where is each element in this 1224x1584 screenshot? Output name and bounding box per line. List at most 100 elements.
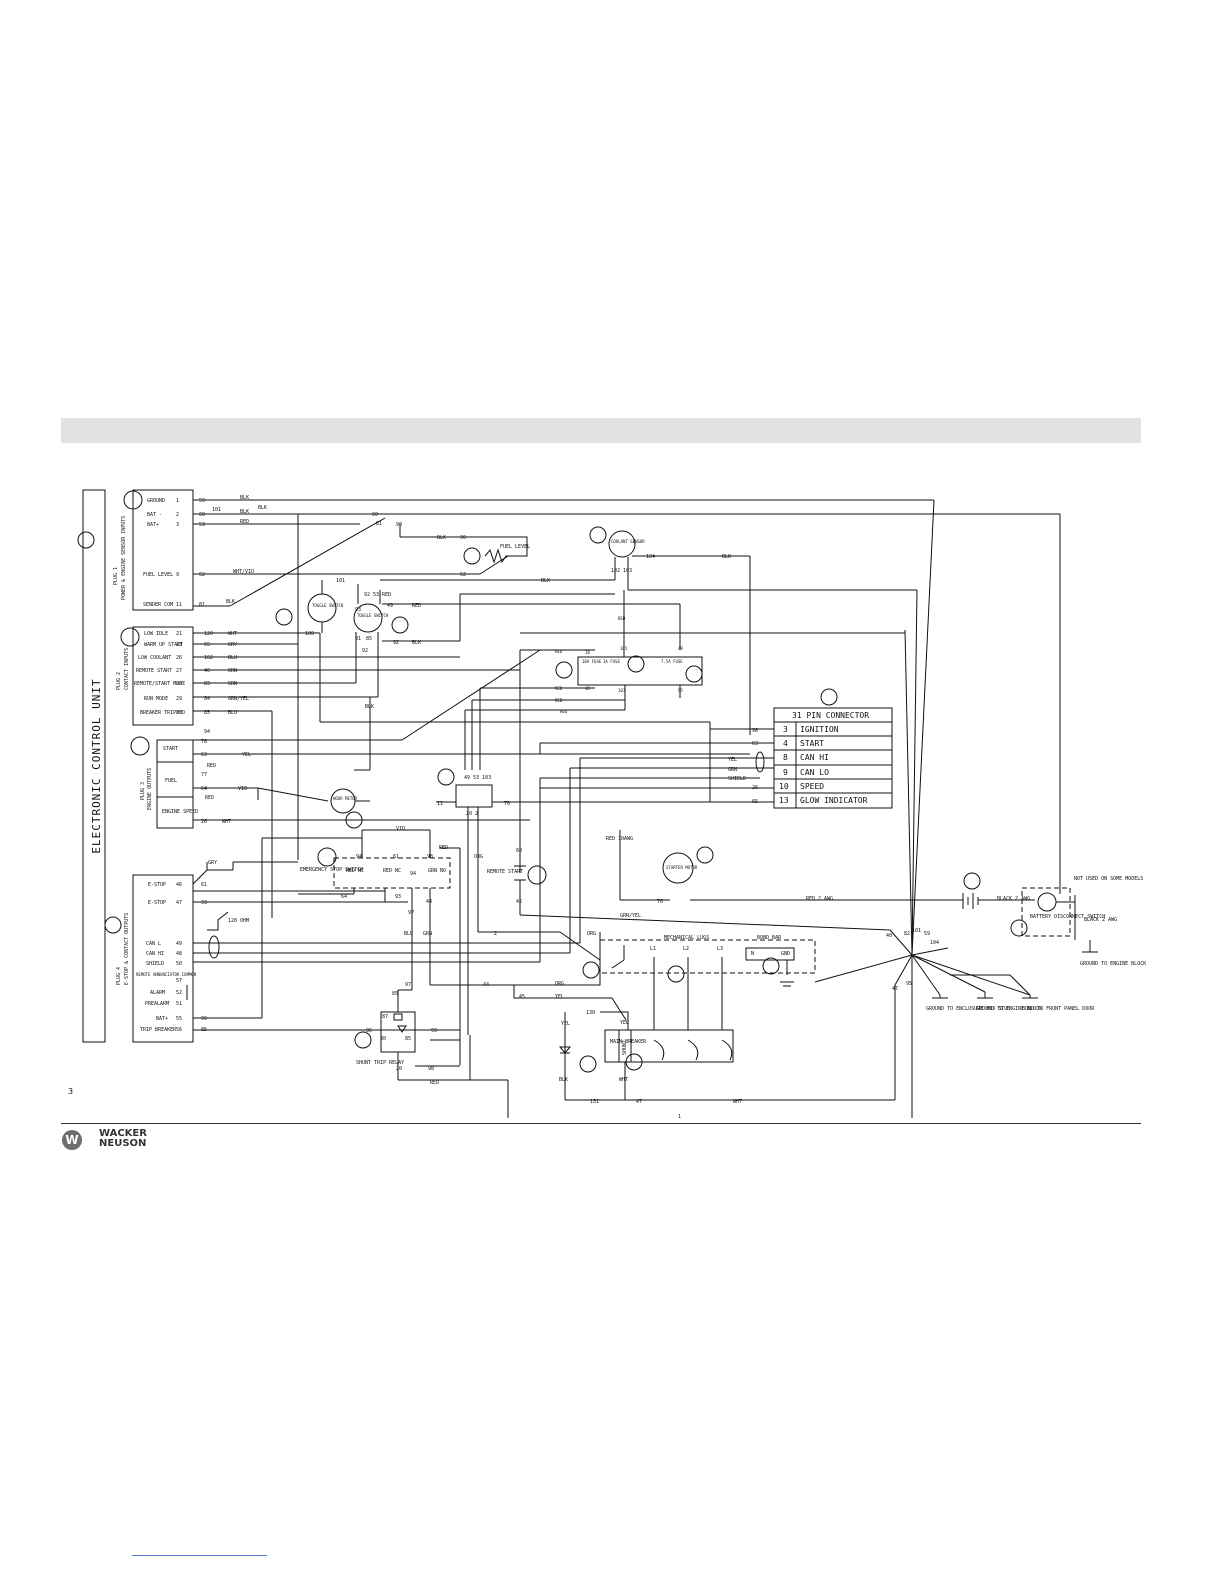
svg-text:47: 47	[636, 1099, 642, 1105]
callout-shunt-relay	[354, 1031, 372, 1049]
lug-l1: L1	[650, 946, 656, 952]
emergency-stop-switch	[333, 857, 451, 889]
plug3-wire: 26	[201, 819, 207, 825]
pin-wire: GRN	[728, 767, 737, 773]
coolant-sensor-label: COOLANT SENSOR	[611, 539, 645, 544]
svg-text:GRY: GRY	[208, 860, 217, 866]
svg-text:SHIELD: SHIELD	[728, 776, 746, 782]
svg-text:20: 20	[396, 1066, 402, 1072]
svg-text:90: 90	[396, 522, 402, 528]
svg-text:97: 97	[408, 910, 414, 916]
svg-text:64: 64	[341, 894, 347, 900]
plug1-box	[132, 489, 194, 611]
svg-text:2: 2	[475, 811, 478, 817]
plug3-sub: ENGINE OUTPUTS	[147, 768, 153, 810]
callout-pin-connector	[820, 688, 838, 706]
plug1-pin-name: BAT+	[147, 522, 159, 528]
svg-text:45: 45	[516, 899, 522, 905]
svg-text:87: 87	[382, 1014, 388, 1020]
svg-text:ORG: ORG	[474, 854, 483, 860]
plug3-group: START	[163, 746, 178, 752]
svg-text:WHT: WHT	[619, 1077, 628, 1083]
plug1-pin-name: BAT -	[147, 512, 162, 518]
svg-text:44: 44	[426, 899, 432, 905]
pin-name: START	[800, 739, 824, 748]
svg-text:BLK: BLK	[412, 640, 421, 646]
svg-text:70: 70	[504, 801, 510, 807]
plug2-pin-num: 28	[176, 681, 182, 687]
callout-battery	[963, 872, 981, 890]
bottom-link-underline[interactable]	[132, 1555, 267, 1556]
plug2-pin-num: 27	[176, 668, 182, 674]
plug3-group: ENGINE SPEED	[162, 809, 198, 815]
svg-text:103: 103	[618, 688, 626, 693]
callout-hour-meter	[345, 811, 363, 829]
svg-text:RED: RED	[618, 616, 626, 621]
svg-text:86: 86	[366, 1028, 372, 1034]
plug2-color: GRN	[228, 681, 237, 687]
red-nc-1: RED NC	[346, 868, 364, 874]
plug4-pin-num: 47	[176, 900, 182, 906]
plug2-color: WHT	[228, 631, 237, 637]
pin-name: IGNITION	[800, 725, 839, 734]
plug2-pin-num: 30	[176, 710, 182, 716]
svg-text:YEL: YEL	[555, 994, 564, 1000]
bond-bar	[745, 947, 795, 961]
plug2-color: ORN	[228, 668, 237, 674]
plug4-pin-num: 52	[176, 990, 182, 996]
ground-enclosure-label: GROUND TO ENCLOSURE BOX STUD	[926, 1006, 1010, 1012]
plug3-wire: 77	[201, 772, 207, 778]
plug2-box	[132, 626, 194, 726]
plug4-box	[132, 874, 194, 1043]
ground-engine-block-2: GROUND TO ENGINE BLOCK	[1080, 961, 1146, 967]
plug3-label: PLUG 3	[140, 782, 146, 800]
brand-line1: WACKER	[99, 1128, 147, 1139]
plug1-color: WHT/VIO	[233, 569, 254, 575]
svg-text:93: 93	[355, 607, 361, 613]
plug2-wire: 85	[204, 710, 210, 716]
ecu-label: ELECTRONIC CONTROL UNIT	[90, 678, 103, 853]
svg-text:85: 85	[392, 991, 398, 997]
svg-text:BLU: BLU	[404, 931, 413, 937]
brand-line2: NEUSON	[99, 1138, 147, 1149]
fuse-7-5a-label: 7.5A FUSE	[661, 659, 683, 664]
plug2-pin-name: LOW COOLANT	[138, 655, 171, 661]
plug4-label: PLUG 4	[116, 967, 122, 985]
svg-text:104: 104	[930, 940, 939, 946]
svg-text:101: 101	[212, 507, 221, 513]
svg-text:60: 60	[516, 848, 522, 854]
resistor-label: 120 OHM	[228, 918, 249, 924]
plug3-box	[156, 739, 194, 829]
plug4-pin-num: 56	[176, 1027, 182, 1033]
pin-wire: YEL	[728, 757, 737, 763]
svg-text:BLK: BLK	[541, 578, 550, 584]
callout-battery-disconnect	[1010, 919, 1028, 937]
plug1-pin-num: 9	[176, 572, 179, 578]
svg-text:GRN/YEL: GRN/YEL	[620, 913, 641, 919]
svg-text:92: 92	[393, 640, 399, 646]
svg-text:11: 11	[437, 801, 443, 807]
pin-name: SPEED	[800, 782, 824, 791]
pin-num: 9	[783, 768, 788, 777]
plug1-color: RED	[240, 519, 249, 525]
plug3-color: VIO	[238, 786, 247, 792]
bond-gnd: GND	[781, 951, 790, 957]
svg-text:YEL: YEL	[561, 1021, 570, 1027]
bond-n: N	[751, 951, 754, 957]
not-used-label: NOT USED ON SOME MODELS	[1074, 876, 1143, 882]
svg-text:99: 99	[431, 1028, 437, 1034]
svg-text:60: 60	[372, 512, 378, 518]
plug1-sub: POWER & ENGINE SENSOR INPUTS	[121, 516, 127, 600]
plug2-wire: 102	[204, 655, 213, 661]
svg-text:92 53 RED: 92 53 RED	[364, 592, 391, 598]
bond-bar-label: BOND BAR	[757, 935, 782, 941]
plug4-pin-name: SHIELD	[146, 961, 164, 967]
plug3-group: FUEL	[165, 778, 177, 784]
plug1-color: BLK	[240, 509, 249, 515]
grn-no: GRN NO	[428, 868, 446, 874]
svg-text:GRN: GRN	[423, 931, 432, 937]
plug1-color: BLK	[240, 495, 249, 501]
ground-engine-block-label: GROUND TO ENGINE BLOCK	[976, 1006, 1042, 1012]
plug4-pin-num: 50	[176, 961, 182, 967]
